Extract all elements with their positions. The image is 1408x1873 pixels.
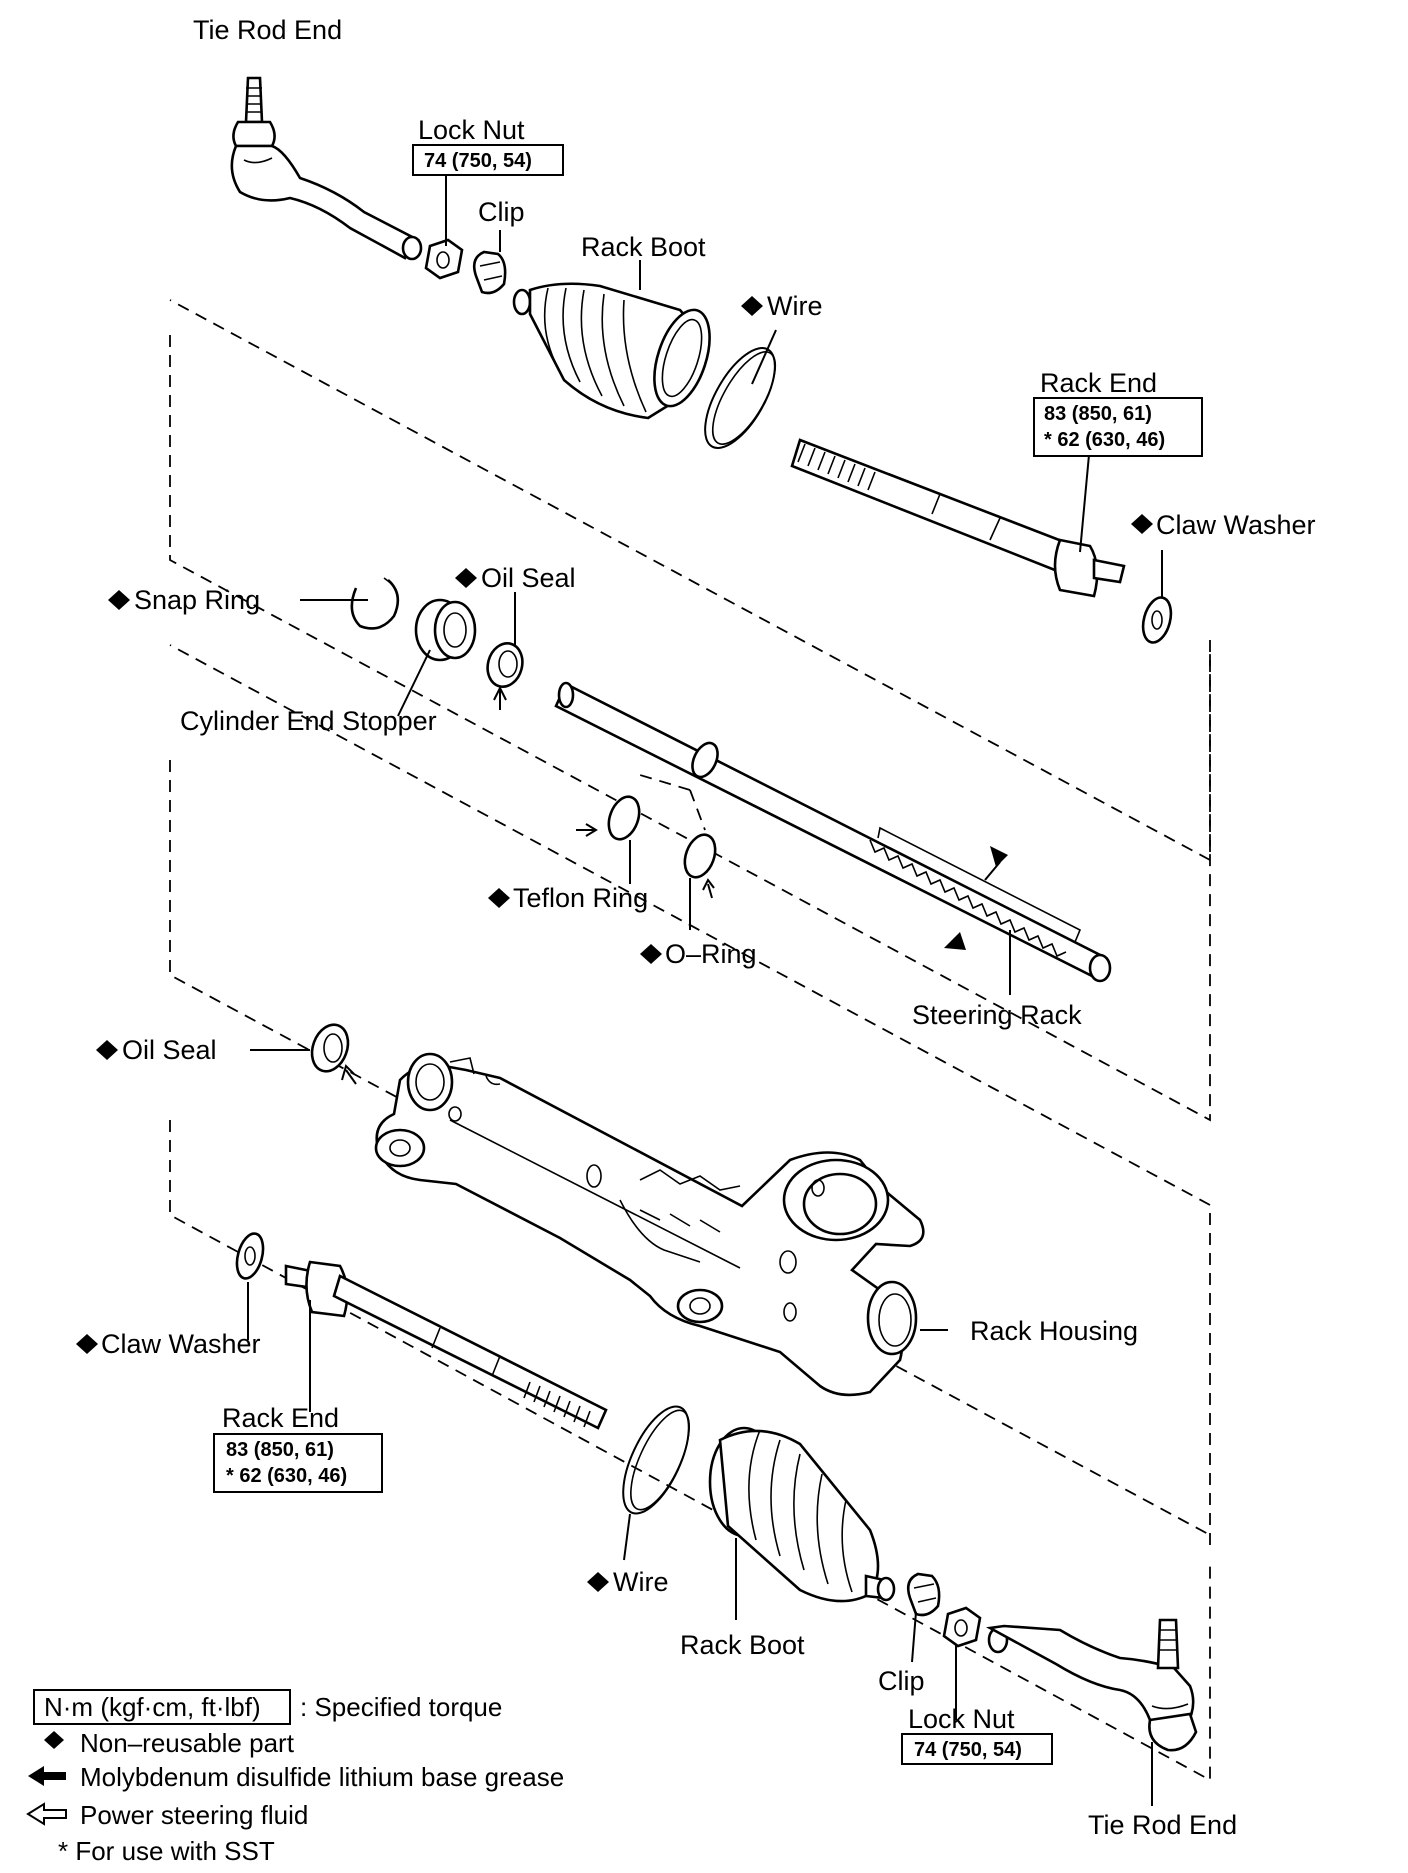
torque-box-lock-nut-bottom	[901, 1733, 1053, 1765]
diamond-icon	[108, 590, 130, 610]
solid-arrow-icon	[28, 1766, 66, 1786]
label-rack-end-right: Rack End	[1040, 368, 1157, 398]
steering-rack	[554, 681, 1112, 983]
rack-housing	[374, 1052, 925, 1397]
torque-box-rack-end-left	[213, 1433, 383, 1493]
label-snap-ring: Snap Ring	[134, 585, 260, 615]
diamond-icon	[741, 296, 763, 316]
claw-washer-left	[235, 1232, 265, 1280]
diamond-icon	[96, 1040, 118, 1060]
claw-washer-right	[1141, 596, 1173, 644]
wire-bottom	[622, 1405, 690, 1515]
label-clip-top: Clip	[478, 197, 525, 227]
legend-fluid: Power steering fluid	[80, 1800, 308, 1830]
snap-ring	[350, 577, 400, 630]
diamond-icon	[44, 1731, 64, 1749]
label-claw-washer-right: Claw Washer	[1156, 510, 1316, 540]
label-steering-rack: Steering Rack	[912, 1000, 1082, 1030]
clip-bottom	[906, 1572, 941, 1617]
label-rack-boot-bottom: Rack Boot	[680, 1630, 805, 1660]
legend-torque-box	[33, 1689, 291, 1725]
label-lock-nut-bottom: Lock Nut	[908, 1704, 1015, 1734]
diamond-icon	[1131, 514, 1153, 534]
label-rack-end-left: Rack End	[222, 1403, 339, 1433]
torque-rack-end-left-1: 83 (850, 61)	[226, 1439, 334, 1461]
torque-box-lock-nut-top	[412, 144, 564, 176]
label-rack-housing: Rack Housing	[970, 1316, 1138, 1346]
legend-sst: * For use with SST	[58, 1836, 275, 1866]
label-oil-seal-upper: Oil Seal	[481, 563, 576, 593]
tie-rod-end-bottom	[985, 1618, 1198, 1752]
torque-lock-nut-bottom: 74 (750, 54)	[914, 1739, 1022, 1761]
rack-end-right	[790, 438, 1126, 598]
oil-seal-upper	[486, 641, 524, 710]
legend: N·m (kgf·cm, ft·lbf) : Specified torque …	[26, 1689, 564, 1866]
part-labels: Tie Rod End Lock Nut 74 (750, 54) Clip R…	[76, 15, 1316, 1840]
diamond-icon	[76, 1334, 98, 1354]
label-claw-washer-left: Claw Washer	[101, 1329, 261, 1359]
label-oil-seal-lower: Oil Seal	[122, 1035, 217, 1065]
label-wire-top: Wire	[767, 291, 823, 321]
rack-boot-bottom	[708, 1426, 896, 1603]
label-teflon-ring: Teflon Ring	[513, 883, 648, 913]
label-tie-rod-end-top: Tie Rod End	[193, 15, 342, 45]
teflon-ring	[576, 795, 641, 841]
label-cylinder-end-stopper: Cylinder End Stopper	[180, 706, 437, 736]
torque-rack-end-left-2: * 62 (630, 46)	[226, 1465, 347, 1487]
cylinder-end-stopper	[414, 598, 477, 662]
hollow-arrow-icon	[26, 1802, 67, 1826]
torque-rack-end-right-2: * 62 (630, 46)	[1044, 429, 1165, 451]
legend-torque-unit: N·m (kgf·cm, ft·lbf)	[44, 1692, 261, 1722]
rack-end-left	[284, 1260, 608, 1430]
oil-seal-lower	[310, 1023, 357, 1085]
label-tie-rod-end-bottom: Tie Rod End	[1088, 1810, 1237, 1840]
lock-nut-top	[424, 238, 464, 280]
label-wire-bottom: Wire	[613, 1567, 669, 1597]
label-clip-bottom: Clip	[878, 1666, 925, 1696]
label-lock-nut-top: Lock Nut	[418, 115, 525, 145]
diamond-icon	[455, 568, 477, 588]
tie-rod-end-top	[230, 76, 423, 261]
leader-lines	[247, 170, 1163, 1806]
o-ring	[683, 833, 717, 899]
diamond-icon	[488, 888, 510, 908]
clip-top	[472, 250, 507, 295]
legend-torque-text: : Specified torque	[300, 1692, 502, 1722]
legend-grease: Molybdenum disulfide lithium base grease	[80, 1762, 564, 1792]
diamond-icon	[640, 944, 662, 964]
torque-box-rack-end-right	[1033, 397, 1203, 457]
label-o-ring: O–Ring	[665, 939, 757, 969]
label-rack-boot-top: Rack Boot	[581, 232, 706, 262]
torque-rack-end-right-1: 83 (850, 61)	[1044, 403, 1152, 425]
rack-boot-top	[512, 282, 711, 420]
diamond-icon	[587, 1572, 609, 1592]
torque-lock-nut-top: 74 (750, 54)	[424, 150, 532, 172]
lock-nut-bottom	[942, 1606, 982, 1648]
legend-non-reusable: Non–reusable part	[80, 1728, 295, 1758]
